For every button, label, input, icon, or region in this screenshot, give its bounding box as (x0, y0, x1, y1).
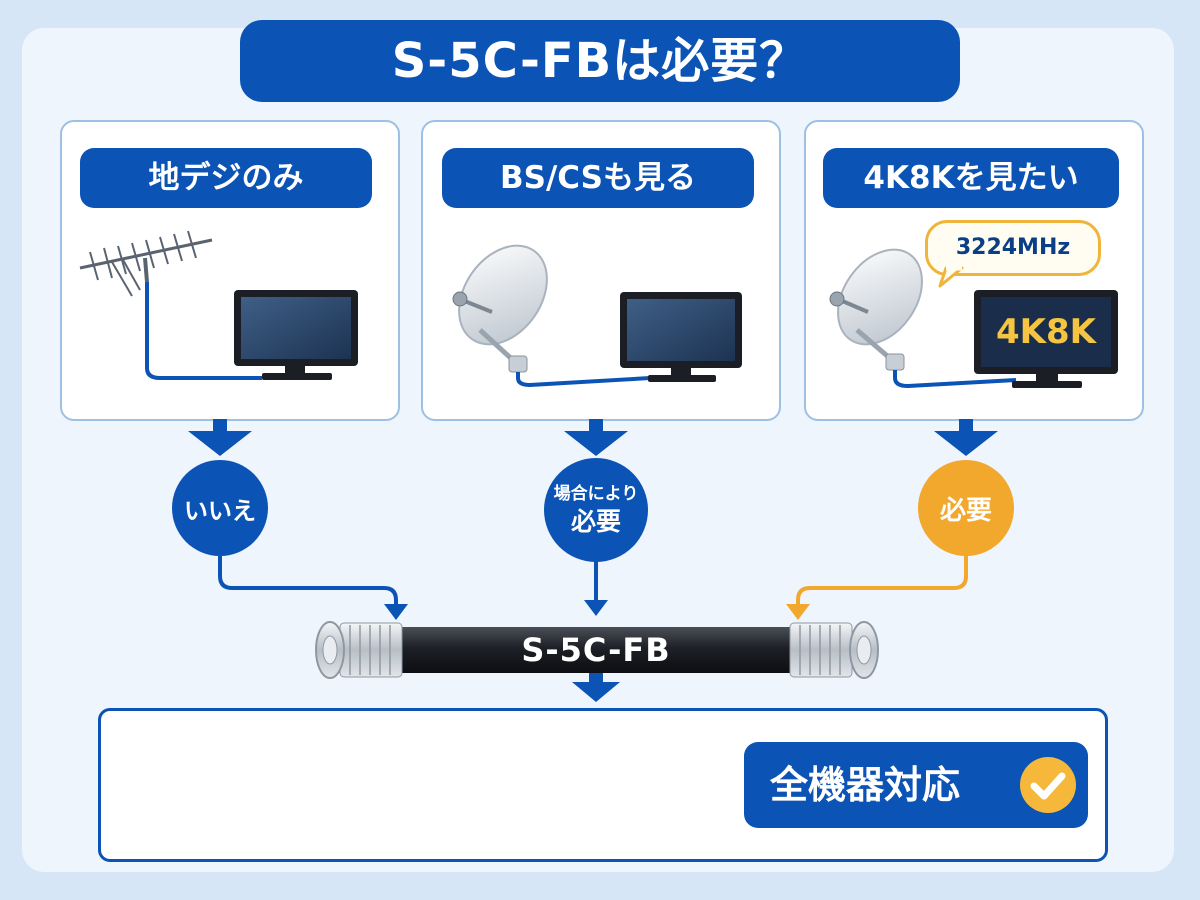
uhf-antenna-icon (79, 230, 213, 297)
answer-circle-no: いいえ (172, 460, 268, 556)
coaxial-cable (315, 621, 879, 679)
scenario-label-terrestrial: 地デジのみ (80, 148, 372, 208)
answer-label: いいえ (184, 496, 256, 525)
down-arrow-icon (934, 419, 998, 456)
result-label: 全機器対応 (770, 763, 961, 807)
answer-circle-maybe: 場合により 必要 (544, 458, 648, 562)
scenario-label-bs-cs: BS/CSも見る (442, 148, 754, 208)
screen-4k8k-label: 4K8K (995, 312, 1096, 352)
tv-icon (234, 290, 358, 380)
result-badge: 全機器対応 (744, 742, 1088, 828)
tv-4k8k-icon (974, 290, 1118, 388)
scenario-label-4k8k: 4K8Kを見たい (823, 148, 1119, 208)
down-arrow-icon (564, 419, 628, 456)
down-arrow-icon (572, 673, 620, 702)
answer-label-line1: 場合により (553, 484, 639, 504)
satellite-dish-icon (452, 244, 548, 373)
checkmark-icon (1020, 757, 1076, 813)
antenna-cable (145, 282, 262, 380)
dish-cable-4k (893, 370, 1017, 389)
cable-label: S-5C-FB (521, 631, 671, 669)
frequency-label: 3224MHz (955, 235, 1071, 260)
page-title: S-5C-FBは必要？ (240, 20, 960, 102)
down-arrow-icon (384, 604, 408, 620)
satellite-dish-icon (829, 248, 923, 371)
answer-label: 必要 (939, 495, 992, 526)
answer-circle-required: 必要 (918, 460, 1014, 556)
down-arrow-icon (188, 419, 252, 456)
f-connector-left (315, 621, 403, 679)
dish-cable-bs (516, 372, 651, 388)
tv-icon (620, 292, 742, 382)
f-connector-right (789, 621, 879, 679)
answer-label-line2: 必要 (570, 507, 621, 536)
connector-line-4k8k (796, 546, 968, 612)
connector-line-terrestrial (218, 556, 398, 612)
down-arrow-icon (786, 604, 810, 620)
down-arrow-icon (584, 600, 608, 616)
